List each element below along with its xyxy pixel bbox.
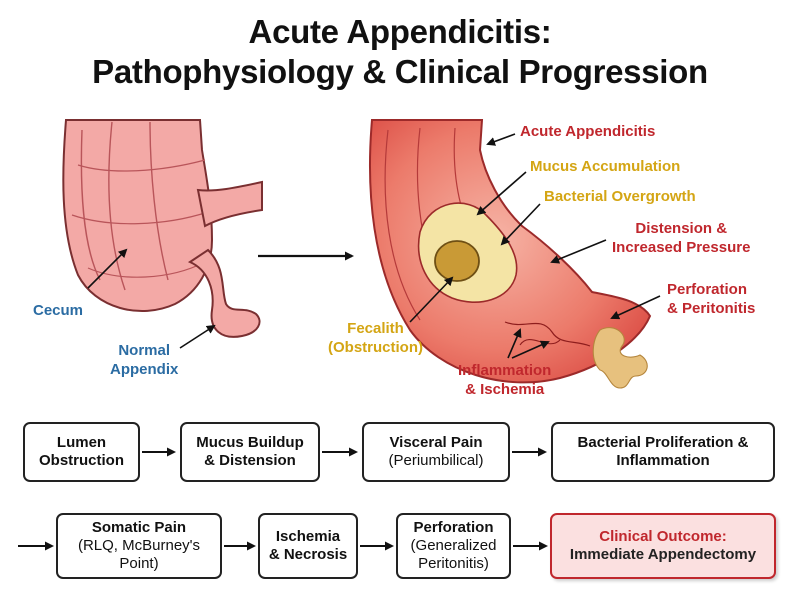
fecalith-pointer <box>409 276 454 323</box>
flow-step-subtitle: (Generalized Peritonitis) <box>410 537 497 572</box>
cecum-pointer <box>87 248 128 289</box>
mucus-pointer <box>476 171 527 216</box>
flow-step-title: Bacterial Proliferation & Inflammation <box>577 434 749 469</box>
flow-step-title: Lumen Obstruction <box>39 434 124 469</box>
flow-step-title: Clinical Outcome: <box>599 528 727 545</box>
inflamed-appendix-drawing <box>369 119 652 389</box>
flow-step-perforation: Perforation (Generalized Peritonitis) <box>396 513 511 579</box>
label-bacterial-overgrowth: Bacterial Overgrowth <box>544 188 696 205</box>
appendix-pointer <box>179 324 216 349</box>
flow-step-lumen-obstruction: Lumen Obstruction <box>23 422 140 482</box>
inflammation-pointer-1 <box>507 328 522 359</box>
inflammation-pointer-2 <box>511 340 550 359</box>
flow-step-title: Mucus Buildup & Distension <box>196 434 304 469</box>
flow-step-visceral-pain: Visceral Pain (Periumbilical) <box>362 422 510 482</box>
flow-step-subtitle: (RLQ, McBurney's Point) <box>77 537 201 572</box>
flow-step-title: Visceral Pain <box>389 434 483 451</box>
normal-appendix-drawing <box>187 248 261 338</box>
page-title: Acute Appendicitis: Pathophysiology & Cl… <box>0 12 800 92</box>
flow-step-title: Ischemia & Necrosis <box>268 528 348 563</box>
flow-step-somatic-pain: Somatic Pain (RLQ, McBurney's Point) <box>56 513 222 579</box>
flow-step-title: Somatic Pain <box>91 519 187 536</box>
flow-step-title: Perforation <box>413 519 494 536</box>
normal-cecum-drawing <box>62 119 263 312</box>
flow-step-subtitle: Immediate Appendectomy <box>569 546 757 563</box>
perforation-pointer <box>610 295 661 320</box>
flow-step-mucus-buildup: Mucus Buildup & Distension <box>180 422 320 482</box>
flow-step-bacterial-proliferation: Bacterial Proliferation & Inflammation <box>551 422 775 482</box>
label-fecalith: Fecalith (Obstruction) <box>328 320 423 356</box>
label-mucus-accumulation: Mucus Accumulation <box>530 158 681 175</box>
title-line-2: Pathophysiology & Clinical Progression <box>92 53 708 90</box>
label-distension: Distension & Increased Pressure <box>612 220 751 256</box>
label-inflammation-ischemia: Inflammation & Ischemia <box>458 362 552 398</box>
flow-step-ischemia-necrosis: Ischemia & Necrosis <box>258 513 358 579</box>
label-normal-appendix: Normal Appendix <box>110 342 179 378</box>
title-line-1: Acute Appendicitis: <box>248 13 552 50</box>
flow-step-clinical-outcome: Clinical Outcome: Immediate Appendectomy <box>550 513 776 579</box>
label-cecum: Cecum <box>33 302 84 319</box>
label-acute-appendicitis: Acute Appendicitis <box>520 123 656 140</box>
distension-pointer <box>550 239 607 264</box>
flow-step-subtitle: (Periumbilical) <box>388 452 484 469</box>
acute-pointer <box>486 133 516 146</box>
label-perforation: Perforation & Peritonitis <box>667 281 756 317</box>
bacterial-pointer <box>500 203 541 246</box>
